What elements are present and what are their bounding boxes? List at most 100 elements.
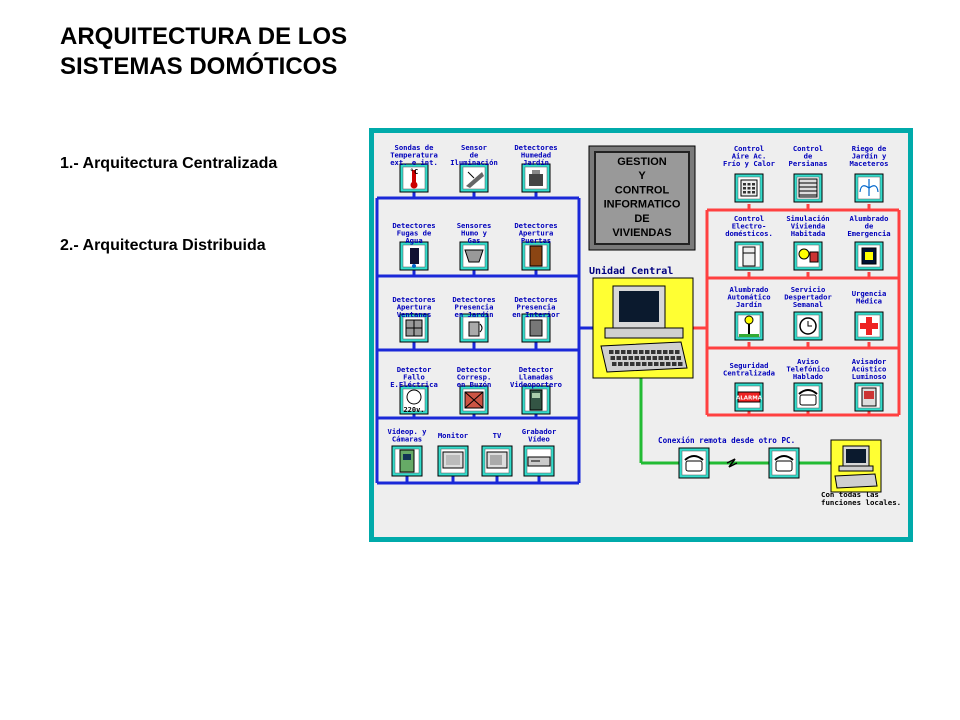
right-device-4-line-3: domésticos. [725,229,773,238]
left-device-6-line-1: Detectores [514,221,557,230]
right-device-6-line-3: Emergencia [847,229,890,238]
right-device-1-line-2: Aire Ac. [732,152,767,161]
garden-lamp-icon [734,311,764,341]
gestion-line-1: GESTION [617,156,667,168]
right-device-7-line-2: Automático [727,293,770,302]
left-device-1-line-2: Temperatura [390,151,438,160]
tv-icon [481,445,513,477]
right-device-1-line-3: Frío y Calor [723,159,776,168]
right-device-12-line-3: Luminoso [852,372,887,381]
gestion-line-4: INFORMATICO [604,199,681,211]
keyboard-key [664,356,669,360]
central-unit-label: Unidad Central [589,265,673,277]
left-device-11-line-1: Detector [457,365,492,374]
left-device-11-line-3: en Buzón [457,380,492,389]
right-device-10-line-1: Seguridad [730,361,769,370]
mailbox-icon [459,385,489,415]
left-device-8-line-2: Presencia [455,303,494,312]
keyboard-key [675,350,680,354]
keyboard-key [657,350,662,354]
right-device-10-badge: ALARMA [736,396,763,402]
phone-icon [793,382,823,412]
medical-cross-icon [854,311,884,341]
keyboard-key [666,362,671,366]
right-device-2-line-1: Control [793,144,823,153]
left-device-2-line-1: Sensor [461,143,488,152]
keyboard-key [660,362,665,366]
keyboard-key [652,356,657,360]
right-device-11-line-2: Telefónico [786,365,829,374]
gestion-line-5: DE [634,213,649,225]
right-device-8-line-2: Despertador [784,293,832,302]
bullet-distributed: 2.- Arquitectura Distribuida [60,237,266,254]
door-icon [521,241,551,271]
right-device-7-line-3: Jardín [736,300,762,309]
left-device-9-line-3: en Interior [512,310,560,319]
left-device-5-line-2: Humo y [461,229,488,238]
left-device-1-line-3: ext. e int. [390,158,438,167]
keyboard-key [634,356,639,360]
right-device-8-line-3: Semanal [793,300,823,309]
left-device-10-line-1: Detector [397,365,432,374]
keyboard-key [615,350,620,354]
video-intercom-icon [391,445,423,477]
keyboard-key [630,362,635,366]
left-device-12-line-1: Detector [519,365,554,374]
gestion-line-3: CONTROL [615,184,670,196]
right-device-1-line-1: Control [734,144,764,153]
left-device-3-line-3: Jardín [523,158,549,167]
keyboard-key [618,362,623,366]
water-leak-icon [399,241,429,271]
keyboard-key [640,356,645,360]
left-device-2-line-3: Iluminación [450,158,498,167]
keyboard-key [645,350,650,354]
left-device-12-line-2: Llamadas [519,373,554,382]
right-device-11-line-3: Hablado [793,372,823,381]
left-device-3-line-1: Detectores [514,143,557,152]
garden-presence-icon [459,313,489,343]
remote-note-line-2: funciones locales. [821,498,901,507]
right-device-5-line-3: Habitada [791,229,826,238]
keyboard-key [651,350,656,354]
left-device-7-line-2: Apertura [397,303,432,312]
keyboard-key [648,362,653,366]
humidity-sensor-icon [521,163,551,193]
left-device-5-line-3: Gas [468,236,481,245]
left-device-7-line-1: Detectores [392,295,435,304]
keyboard-key [642,362,647,366]
keyboard-key [639,350,644,354]
left-device-9-line-1: Detectores [514,295,557,304]
right-device-10-line-2: Centralizada [723,368,775,377]
av-device-4-line-1: Grabador [522,427,557,436]
right-device-12-line-1: Avisador [852,357,887,366]
remote-phone-icon-2 [768,447,800,479]
blinds-icon [793,173,823,203]
window-icon [399,313,429,343]
slide-title: ARQUITECTURA DE LOS SISTEMAS DOMÓTICOS [60,23,348,80]
indoor-presence-icon [521,313,551,343]
keyboard-key [622,356,627,360]
keyboard-key [612,362,617,366]
keyboard-key [616,356,621,360]
av-device-1-line-1: Videop. y [388,427,428,436]
left-device-4-line-2: Fugas de [397,229,432,238]
left-device-7-line-3: Ventanas [397,310,432,319]
right-device-2-line-3: Persianas [789,159,828,168]
intercom-icon [521,385,551,415]
right-device-8-line-1: Servicio [791,285,826,294]
keyboard-key [654,362,659,366]
right-device-4-line-2: Electro- [732,222,767,231]
left-device-9-line-2: Presencia [517,303,556,312]
left-device-6-line-3: Puertas [521,236,551,245]
remote-pc [830,439,882,493]
left-device-10-line-3: E.Eléctrica [390,380,438,389]
left-device-4-line-3: Agua [405,236,422,245]
alarm-clock-icon [793,311,823,341]
right-device-6-line-1: Alumbrado [850,214,889,223]
av-device-3-line-1: TV [493,431,502,440]
gestion-line-6: VIVIENDAS [612,227,671,239]
left-device-11-line-2: Corresp. [457,373,492,382]
right-device-12-line-2: Acústico [852,365,887,374]
